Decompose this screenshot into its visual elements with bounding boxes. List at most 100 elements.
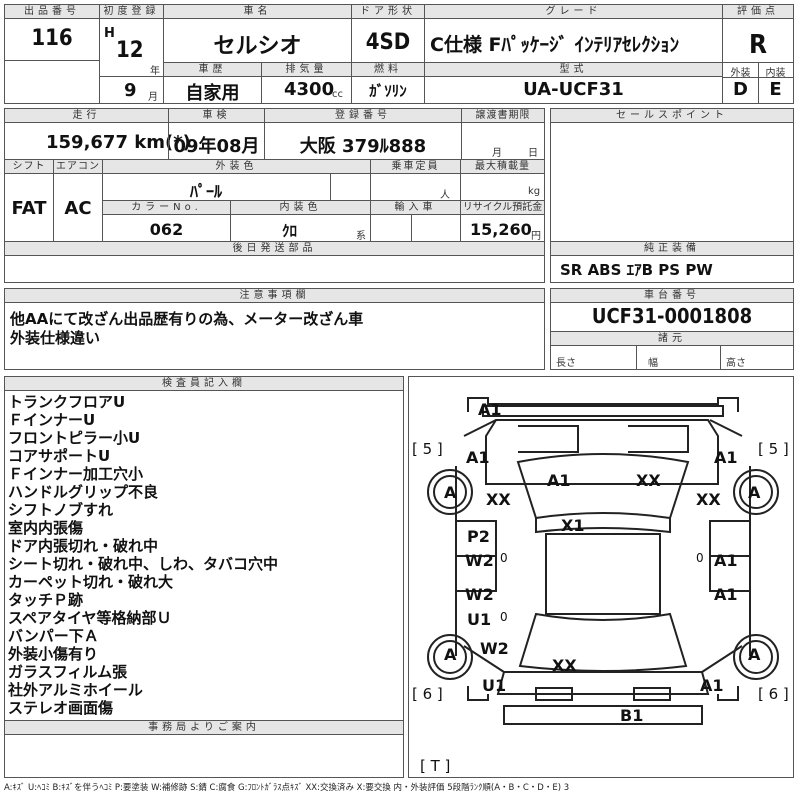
- model-label: 型式: [425, 63, 722, 77]
- inspector-line: フロントピラー小U: [8, 429, 141, 447]
- reg-month: 9: [124, 80, 137, 101]
- damage-xx-hood: XX: [636, 471, 661, 490]
- score: R: [748, 30, 767, 60]
- history-label: 車歴: [164, 63, 261, 77]
- car-diagram: [408, 376, 794, 778]
- recycle-unit: 円: [531, 231, 541, 242]
- transfer-day: 日: [528, 148, 538, 159]
- chassis-block: [550, 288, 794, 370]
- inspector-line: 社外アルミホイール: [8, 681, 143, 699]
- import-label: 輸入車: [371, 201, 460, 215]
- notes-block: [4, 288, 545, 370]
- chassis-label: 車台番号: [551, 289, 793, 303]
- grade-label: グレード: [425, 5, 722, 19]
- damage-a1-rear-right: A1: [700, 676, 724, 695]
- damage-zero-right-1: 0: [696, 551, 704, 565]
- inspector-block: [4, 376, 404, 778]
- inspector-line: ドア内張切れ・破れ中: [8, 537, 159, 555]
- inspector-line: 外装小傷有り: [8, 645, 99, 663]
- car-name: セルシオ: [213, 34, 302, 59]
- inspector-line: タッチＰ跡: [8, 591, 84, 609]
- sales-block: [550, 108, 794, 283]
- displacement: 4300: [284, 79, 335, 100]
- exterior-color: ﾊﾟｰﾙ: [190, 182, 223, 201]
- score-label: 評価点: [723, 5, 793, 19]
- plate-number: 大阪 379ﾙ888: [299, 136, 427, 157]
- inspection-label: 車検: [169, 109, 264, 123]
- notes-label: 注意事項欄: [5, 289, 544, 303]
- damage-a1-top: A1: [478, 400, 502, 419]
- damage-a-wheel-rr: A: [748, 645, 761, 664]
- damage-a-wheel-fr: A: [748, 483, 761, 502]
- damage-w2-rear-left: W2: [480, 639, 509, 658]
- interior-color-suffix: 系: [356, 231, 366, 242]
- dims-label: 諸元: [551, 331, 793, 346]
- inspector-line: バンパー下Ａ: [8, 627, 99, 645]
- bracket-t: [ T ]: [420, 757, 451, 775]
- inspector-line: ガラスフィルム張: [8, 663, 128, 681]
- mileage: 159,677 km(*): [46, 132, 191, 153]
- details-block: [4, 108, 545, 283]
- door-label: ドア形状: [352, 5, 424, 19]
- inspector-line: トランクフロアU: [8, 393, 126, 411]
- load-label: 最大積載量: [461, 160, 544, 174]
- notes-line-1: 他AAにて改ざん出品歴有りの為、メーター改ざん車: [10, 310, 364, 328]
- damage-xx-front-right: XX: [696, 490, 721, 509]
- ac-label: エアコン: [54, 160, 102, 174]
- inspector-label: 検査員記入欄: [5, 377, 403, 391]
- damage-p2-left: P2: [467, 527, 490, 546]
- color-no-label: カラーNo.: [103, 201, 230, 215]
- month-unit: 月: [148, 92, 158, 103]
- inspector-line: カーペット切れ・破れ大: [8, 573, 174, 591]
- header-block: [4, 4, 794, 104]
- damage-x1-roof: X1: [561, 516, 585, 535]
- transfer-label: 譲渡書期限: [462, 109, 544, 123]
- color-no: 062: [149, 220, 184, 239]
- bracket-5-left: [ 5 ]: [412, 440, 443, 458]
- first-reg-label: 初度登録: [100, 5, 163, 19]
- ac: AC: [64, 198, 92, 219]
- exterior-label: 外装: [730, 68, 751, 79]
- history: 自家用: [185, 83, 240, 104]
- mileage-label: 走行: [5, 109, 168, 123]
- displacement-unit: cc: [332, 89, 343, 100]
- damage-b1-rear: B1: [620, 706, 644, 725]
- width-label: 幅: [648, 358, 658, 369]
- bracket-5-right: [ 5 ]: [758, 440, 789, 458]
- transfer-month: 月: [492, 148, 502, 159]
- legend: A:ｷｽﾞ U:ﾍｺﾐ B:ｷｽﾞを伴うﾍｺﾐ P:要塗装 W:補修跡 S:錆 …: [4, 783, 570, 793]
- load-unit: kg: [528, 186, 541, 197]
- damage-u1-left-2: U1: [467, 610, 492, 629]
- plate-label: 登録番号: [265, 109, 461, 123]
- model: UA-UCF31: [523, 79, 624, 100]
- damage-zero-left-1: 0: [500, 551, 508, 565]
- fuel-label: 燃料: [352, 63, 424, 77]
- damage-a1-front-right: A1: [714, 448, 738, 467]
- interior-color-label: 内装色: [231, 201, 370, 215]
- height-label: 高さ: [726, 358, 746, 369]
- inspector-line: 室内内張傷: [8, 519, 84, 537]
- recycle-label: リサイクル預託金: [461, 201, 544, 215]
- inspector-line: ステレオ画面傷: [8, 699, 114, 717]
- interior-label: 内装: [765, 68, 786, 79]
- inspection-date: 09年08月: [173, 136, 260, 157]
- damage-a1-front-left: A1: [466, 448, 490, 467]
- fuel: ｶﾞｿﾘﾝ: [369, 82, 407, 100]
- lot-number: 116: [31, 26, 73, 51]
- damage-a1-hood: A1: [547, 471, 571, 490]
- lot-label: 出品番号: [5, 5, 99, 19]
- sales-label: セールスポイント: [551, 109, 793, 123]
- later-parts-label: 後日発送部品: [5, 242, 544, 256]
- era: H: [104, 26, 115, 41]
- damage-w2-left-2: W2: [465, 585, 494, 604]
- inspector-line: シフトノブすれ: [8, 501, 114, 519]
- reg-year: 12: [116, 38, 144, 63]
- bracket-6-right: [ 6 ]: [758, 685, 789, 703]
- displacement-label: 排気量: [262, 63, 351, 77]
- shift-label: シフト: [5, 160, 53, 174]
- door-type: 4SD: [365, 30, 411, 55]
- damage-a1-right-1: A1: [714, 551, 738, 570]
- notes-line-2: 外装仕様違い: [10, 329, 101, 347]
- chassis-number: UCF31-0001808: [591, 304, 753, 328]
- inspector-line: ＦインナーU: [8, 411, 96, 429]
